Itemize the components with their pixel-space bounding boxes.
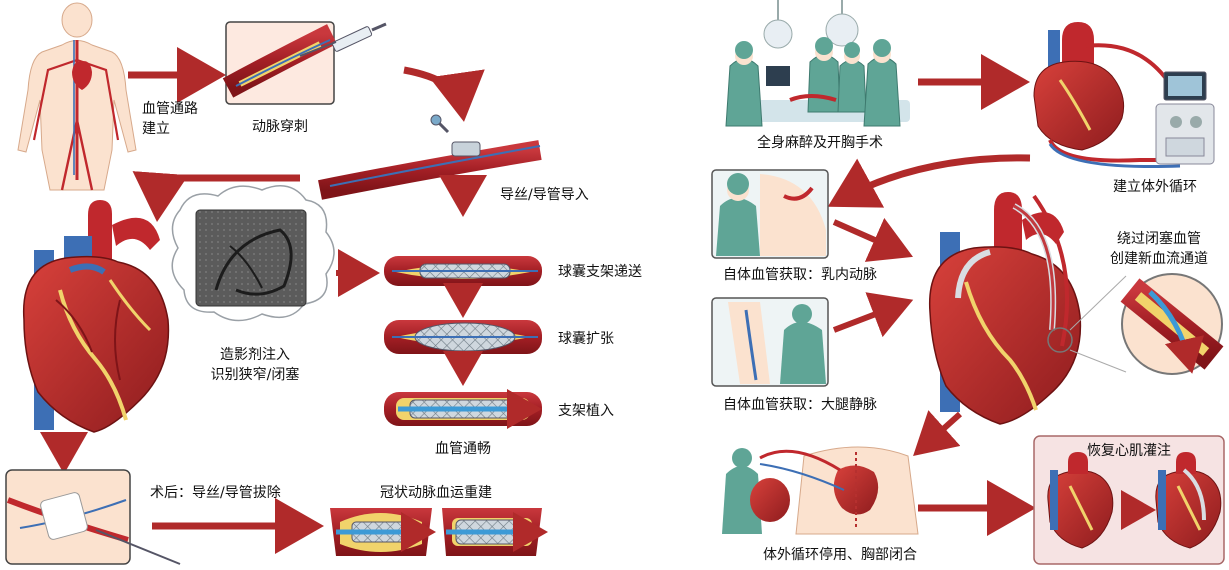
- revasc-vessel-before: [330, 508, 432, 556]
- arrow-bypass-to-closure: [922, 414, 960, 448]
- label-bypass-line2: 创建新血流通道: [1094, 250, 1224, 268]
- heart-illustration-left: [24, 200, 169, 432]
- closure-illustration: [722, 447, 918, 534]
- harvest-svg-inset: [712, 298, 828, 386]
- label-vessel-open: 血管通畅: [384, 440, 542, 458]
- label-guidewire: 导丝/导管导入: [500, 186, 589, 204]
- cpb-heart-and-machine: [1034, 22, 1214, 167]
- harvest-ima-inset: [712, 170, 828, 258]
- label-access-line2: 建立: [142, 120, 170, 138]
- surgery-team-illustration: [726, 0, 910, 126]
- label-recovery: 恢复心肌灌注: [1034, 442, 1224, 460]
- label-anesthesia: 全身麻醉及开胸手术: [700, 134, 940, 152]
- vessel-balloon-expand: [384, 320, 542, 354]
- vessel-stent-implant: [384, 392, 542, 426]
- label-revasc: 冠状动脉血运重建: [330, 484, 542, 502]
- vessel-balloon-deliver: [384, 256, 542, 286]
- arrow-ima-to-bypass-heart: [834, 222, 902, 252]
- label-closure: 体外循环停用、胸部闭合: [740, 546, 940, 564]
- label-puncture: 动脉穿刺: [226, 118, 334, 136]
- label-bypass-line1: 绕过闭塞血管: [1094, 230, 1224, 248]
- label-harvest-svg: 自体血管获取：大腿静脉: [690, 396, 910, 414]
- arrow-puncture-to-guidewire: [404, 70, 462, 108]
- arrow-svg-to-bypass-heart: [834, 304, 902, 330]
- revasc-vessel-after: [442, 508, 542, 556]
- label-harvest-ima: 自体血管获取：乳内动脉: [690, 266, 910, 284]
- label-balloon-expand: 球囊扩张: [558, 330, 614, 348]
- label-cpb: 建立体外循环: [1090, 178, 1220, 196]
- label-stent-implant: 支架植入: [558, 402, 614, 420]
- angiogram-cloud: [172, 186, 334, 321]
- label-postop: 术后：导丝/导管拔除: [150, 484, 281, 502]
- label-access-line1: 血管通路: [142, 100, 198, 118]
- bypass-magnified-circle: [1122, 274, 1222, 374]
- puncture-inset: [226, 22, 386, 104]
- body-figure-illustration: [18, 3, 136, 190]
- heart-illustration-bypass: [930, 192, 1126, 424]
- label-balloon-deliver: 球囊支架递送: [558, 263, 642, 281]
- label-angiogram-line2: 识别狭窄/闭塞: [170, 366, 340, 384]
- guidewire-vessel: [320, 115, 540, 190]
- label-angiogram-line1: 造影剂注入: [170, 346, 340, 364]
